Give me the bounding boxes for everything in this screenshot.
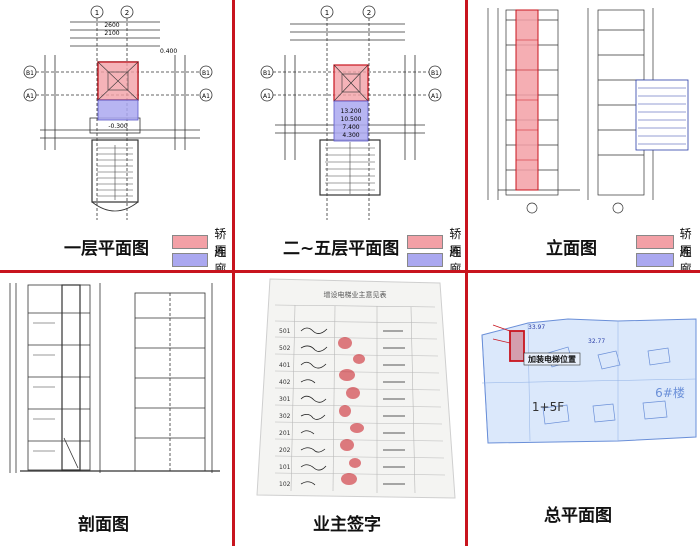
row-unit: 302 <box>279 413 291 420</box>
row-unit: 301 <box>279 396 291 403</box>
legend-label: 连廊 <box>214 244 227 271</box>
legend-item-corridor: 连廊 <box>636 245 700 270</box>
row-unit: 102 <box>279 481 291 488</box>
elevation-legend: 轿厢 连廊 <box>636 227 700 270</box>
elevator-location-marker <box>509 330 525 362</box>
legend-swatch <box>636 234 674 249</box>
divider-vertical <box>465 0 468 546</box>
elevator-location-label: 加装电梯位置 <box>527 354 576 364</box>
elevation-marker: 33.97 <box>528 324 545 331</box>
sheet-title: 增设电梯业主意见表 <box>324 290 387 299</box>
red-fingerprints <box>338 337 365 485</box>
elevation-label: 4.300 <box>342 132 359 139</box>
legend-swatch <box>172 234 209 249</box>
axis-label: B1 <box>431 70 439 77</box>
divider-horizontal <box>0 270 700 273</box>
row-unit: 501 <box>279 328 291 335</box>
row-unit: 502 <box>279 345 291 352</box>
floor1-corridor-highlight <box>97 99 139 121</box>
elevation-drawing <box>487 8 689 214</box>
legend-swatch <box>407 252 444 267</box>
elevation-label: 10.500 <box>341 116 362 123</box>
axis-label: A1 <box>26 93 34 100</box>
section-caption: 剖面图 <box>78 515 129 535</box>
axis-label: B1 <box>202 70 210 77</box>
row-unit: 201 <box>279 430 291 437</box>
building-floors-label: 1+5F <box>532 400 564 414</box>
signature-rows: 501 502 401 402 301 302 201 202 101 102 <box>279 328 291 488</box>
legend-label: 连廊 <box>679 244 692 271</box>
row-unit: 402 <box>279 379 291 386</box>
row-unit: 101 <box>279 464 291 471</box>
axis-label: 1 <box>325 9 329 17</box>
legend-swatch <box>172 252 209 267</box>
legend-label: 连廊 <box>449 244 462 271</box>
legend-label: 轿厢 <box>449 226 462 258</box>
elevation-label: 0.400 <box>160 48 177 55</box>
legend-item-corridor: 连廊 <box>407 245 465 270</box>
elevation-label: -0.300 <box>108 123 128 130</box>
elevation-caption: 立面图 <box>546 239 597 259</box>
floor1-legend: 轿厢 连廊 <box>172 227 232 270</box>
elevation-marker: 32.77 <box>588 338 605 345</box>
floor2-5-plan-drawing: 1 2 B1 A1 B1 A1 13.200 10.500 7.400 4.30… <box>260 5 442 220</box>
site-plan-caption: 总平面图 <box>544 506 612 526</box>
panel-site-plan: 加装电梯位置 1+5F 6#楼 33.97 32.77 总平面图 <box>468 273 700 546</box>
row-unit: 202 <box>279 447 291 454</box>
floor2-5-corridor-highlight <box>333 100 369 142</box>
legend-item-car: 轿厢 <box>636 227 700 258</box>
site-plan-drawing: 加装电梯位置 1+5F 6#楼 33.97 32.77 <box>481 318 697 444</box>
elevation-label: 7.400 <box>342 124 359 131</box>
dimension-label: 2100 <box>104 30 119 37</box>
axis-label: 2 <box>367 9 371 17</box>
axis-label: A1 <box>263 93 271 100</box>
axis-label: B1 <box>263 70 271 77</box>
panel-signatures: 增设电梯业主意见表 501 502 401 402 301 302 201 20… <box>235 273 465 546</box>
axis-label: 2 <box>125 9 129 17</box>
section-drawing <box>9 283 220 473</box>
building-number-label: 6#楼 <box>655 385 685 400</box>
floor1-plan-drawing: 1 2 B1 A1 B1 A1 2600 2100 0.400 -0.300 <box>23 5 213 220</box>
floor2-5-legend: 轿厢 连廊 <box>407 227 465 270</box>
floor2-5-caption: 二~五层平面图 <box>283 239 400 259</box>
panel-section: 剖面图 <box>0 273 232 546</box>
axis-label: B1 <box>26 70 34 77</box>
axis-label: 1 <box>95 9 99 17</box>
legend-swatch <box>407 234 444 249</box>
legend-item-car: 轿厢 <box>407 227 465 258</box>
panel-floor2-5: 1 2 B1 A1 B1 A1 13.200 10.500 7.400 4.30… <box>235 0 465 270</box>
signature-sheet-photo: 增设电梯业主意见表 501 502 401 402 301 302 201 20… <box>256 278 456 499</box>
panel-floor1: 1 2 B1 A1 B1 A1 2600 2100 0.400 -0.300 一… <box>0 0 232 270</box>
axis-label: A1 <box>431 93 439 100</box>
legend-label: 轿厢 <box>214 226 227 258</box>
elevation-note-box <box>635 79 689 151</box>
legend-item-corridor: 连廊 <box>172 245 232 270</box>
signatures-caption: 业主签字 <box>313 515 381 535</box>
legend-label: 轿厢 <box>679 226 692 258</box>
row-unit: 401 <box>279 362 291 369</box>
floor1-caption: 一层平面图 <box>64 239 149 259</box>
dimension-label: 2600 <box>104 22 119 29</box>
legend-item-car: 轿厢 <box>172 227 232 258</box>
handwritten-signatures <box>300 327 405 486</box>
legend-swatch <box>636 252 674 267</box>
panel-elevation: 立面图 轿厢 连廊 <box>468 0 700 270</box>
divider-vertical <box>232 0 235 546</box>
axis-label: A1 <box>202 93 210 100</box>
elevation-label: 13.200 <box>341 108 362 115</box>
